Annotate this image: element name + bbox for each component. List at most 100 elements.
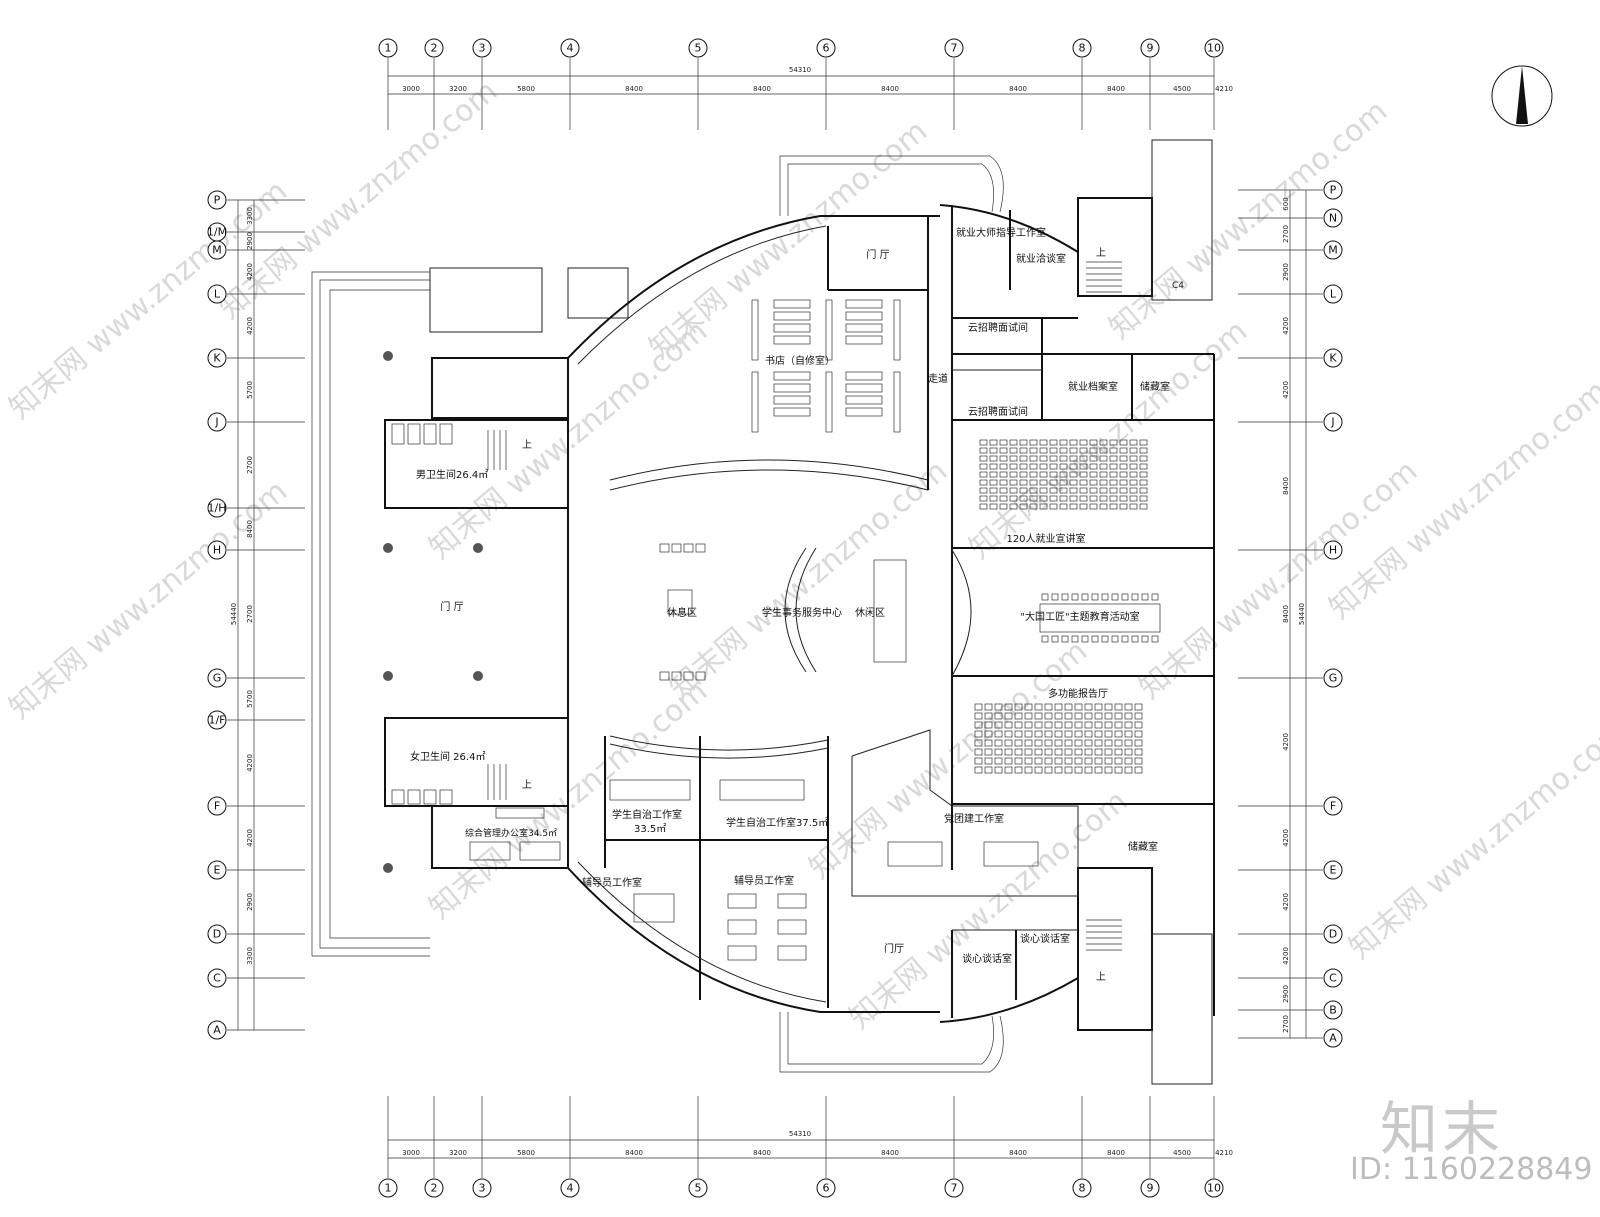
dimension-label: 4200 — [246, 263, 254, 281]
dimension-total: 54310 — [789, 1130, 811, 1138]
dimension-label: 3300 — [246, 947, 254, 965]
furniture-item — [1139, 487, 1148, 494]
svg-text:B: B — [1329, 1004, 1337, 1017]
furniture-item — [773, 383, 811, 393]
grid-bubble-row-1/H: 1/H — [207, 498, 227, 518]
furniture-item — [1121, 593, 1129, 601]
furniture-item — [727, 945, 757, 961]
furniture-item — [1074, 739, 1083, 747]
furniture-item — [1079, 439, 1088, 446]
svg-text:F: F — [214, 800, 220, 813]
furniture-item — [825, 371, 833, 433]
svg-text:2: 2 — [431, 1182, 438, 1195]
furniture-item — [1019, 487, 1028, 494]
furniture-item — [1071, 593, 1079, 601]
svg-text:1/H: 1/H — [208, 502, 227, 515]
room-lobby-south: 门厅 — [884, 942, 904, 955]
furniture-item — [751, 371, 759, 433]
image-id: ID: 1160228849 — [1350, 1152, 1593, 1187]
furniture-item — [1139, 455, 1148, 462]
furniture-item — [1064, 730, 1073, 738]
room-womens-wc: 女卫生间 26.4㎡ — [410, 750, 485, 763]
svg-text:G: G — [1329, 672, 1338, 685]
furniture-item — [994, 712, 1003, 720]
furniture-item — [1009, 503, 1018, 510]
grid-bubble-col-3: 3 — [472, 1178, 492, 1198]
grid-bubble-col-9: 9 — [1140, 38, 1160, 58]
svg-text:D: D — [213, 928, 221, 941]
furniture-item — [1049, 463, 1058, 470]
furniture-item — [695, 671, 706, 681]
furniture-item — [989, 503, 998, 510]
grid-bubble-col-7: 7 — [944, 1178, 964, 1198]
dimension-total: 54440 — [1298, 603, 1306, 625]
furniture-item — [1029, 463, 1038, 470]
room-party: 党团建工作室 — [944, 812, 1004, 825]
furniture-item — [1039, 447, 1048, 454]
furniture-item — [1071, 635, 1079, 643]
svg-text:8: 8 — [1079, 42, 1086, 55]
grid-bubble-col-10: 10 — [1204, 38, 1224, 58]
furniture-item — [1099, 479, 1108, 486]
svg-text:3: 3 — [479, 42, 486, 55]
furniture-item — [1004, 730, 1013, 738]
room-counselor-1: 辅导员工作室 — [582, 876, 642, 889]
furniture-item — [1019, 495, 1028, 502]
grid-bubble-row-F: F — [207, 796, 227, 816]
furniture-item — [1119, 447, 1128, 454]
furniture-item — [423, 423, 437, 445]
room-storage-1: 储藏室 — [1140, 380, 1170, 393]
furniture-item — [1069, 463, 1078, 470]
svg-text:M: M — [212, 244, 222, 257]
furniture-item — [719, 779, 805, 801]
furniture-item — [727, 893, 757, 909]
furniture-item — [1109, 495, 1118, 502]
dimension-label: 8400 — [753, 85, 771, 93]
furniture-item — [1059, 463, 1068, 470]
furniture-item — [1059, 487, 1068, 494]
furniture-item — [1059, 479, 1068, 486]
grid-bubble-col-4: 4 — [560, 1178, 580, 1198]
furniture-item — [633, 893, 675, 923]
furniture-item — [1034, 766, 1043, 774]
grid-bubble-row-P: P — [207, 190, 227, 210]
furniture-item — [1064, 721, 1073, 729]
furniture-item — [1104, 748, 1113, 756]
grid-bubble-row-N: N — [1323, 208, 1343, 228]
furniture-item — [1131, 593, 1139, 601]
svg-text:P: P — [1330, 184, 1337, 197]
furniture-item — [1069, 439, 1078, 446]
dimension-label: 4210 — [1215, 1149, 1233, 1157]
furniture-item — [1014, 748, 1023, 756]
furniture-item — [1019, 503, 1028, 510]
room-lecture-120: 120人就业宣讲室 — [1006, 532, 1085, 545]
furniture-item — [1114, 739, 1123, 747]
furniture-item — [1104, 739, 1113, 747]
svg-text:P: P — [214, 194, 221, 207]
furniture-item — [1114, 766, 1123, 774]
furniture-item — [974, 703, 983, 711]
furniture-item — [1139, 463, 1148, 470]
furniture-item — [1074, 703, 1083, 711]
dimension-label: 3300 — [246, 207, 254, 225]
furniture-item — [1069, 487, 1078, 494]
furniture-item — [1039, 503, 1048, 510]
dimension-label: 8400 — [1009, 1149, 1027, 1157]
grid-bubble-col-5: 5 — [688, 38, 708, 58]
grid-bubble-col-8: 8 — [1072, 38, 1092, 58]
furniture-item — [1004, 739, 1013, 747]
furniture-item — [1024, 712, 1033, 720]
furniture-item — [1139, 439, 1148, 446]
furniture-item — [1039, 495, 1048, 502]
furniture-item — [1054, 721, 1063, 729]
furniture-item — [1109, 487, 1118, 494]
furniture-item — [1139, 503, 1148, 510]
furniture-item — [994, 739, 1003, 747]
furniture-item — [1119, 471, 1128, 478]
furniture-item — [469, 841, 511, 861]
svg-text:4: 4 — [567, 42, 574, 55]
svg-text:J: J — [214, 416, 218, 429]
furniture-item — [773, 395, 811, 405]
furniture-item — [1134, 757, 1143, 765]
furniture-item — [1079, 463, 1088, 470]
